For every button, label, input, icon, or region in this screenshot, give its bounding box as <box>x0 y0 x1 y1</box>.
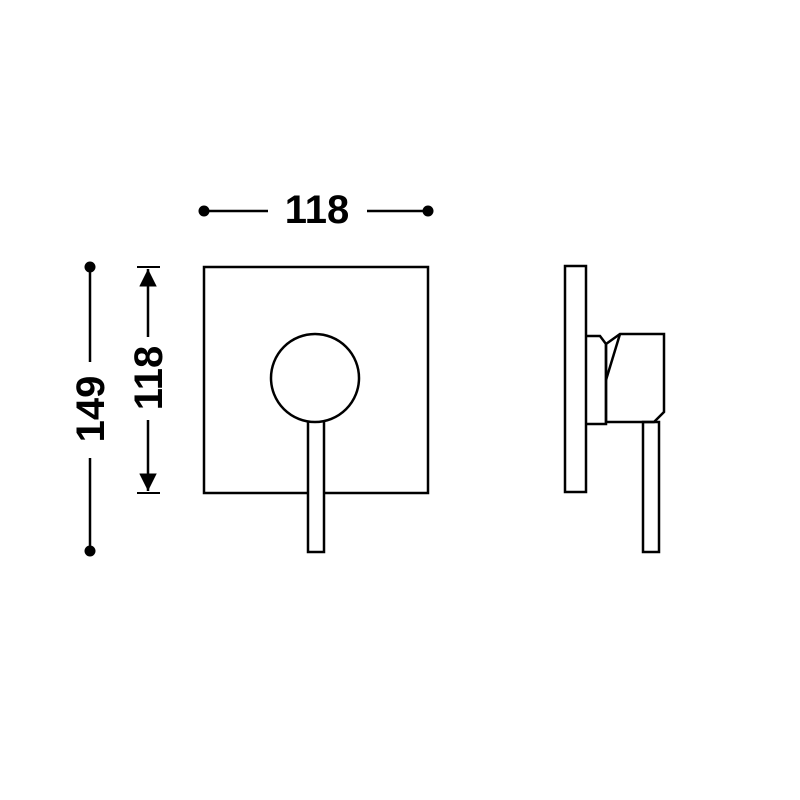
overall-height-dimension: 149 <box>69 261 113 557</box>
front-handle-knob <box>269 332 361 424</box>
side-handle-collar <box>586 334 608 426</box>
front-lever-stem <box>306 414 326 554</box>
plate-height-dimension: 118 <box>127 266 171 494</box>
side-lever-stem <box>641 420 661 554</box>
front-view <box>202 265 430 554</box>
overall-dim-bottom-dot <box>84 545 96 557</box>
side-cover-plate <box>563 264 588 494</box>
width-dim-label: 118 <box>285 188 350 232</box>
width-dim-right-dot <box>422 205 434 217</box>
overall-dim-label: 149 <box>69 376 113 443</box>
plate-dim-label: 118 <box>127 346 171 411</box>
side-handle-facet <box>604 333 622 381</box>
side-view <box>563 264 666 554</box>
width-dimension: 118 <box>198 188 434 232</box>
